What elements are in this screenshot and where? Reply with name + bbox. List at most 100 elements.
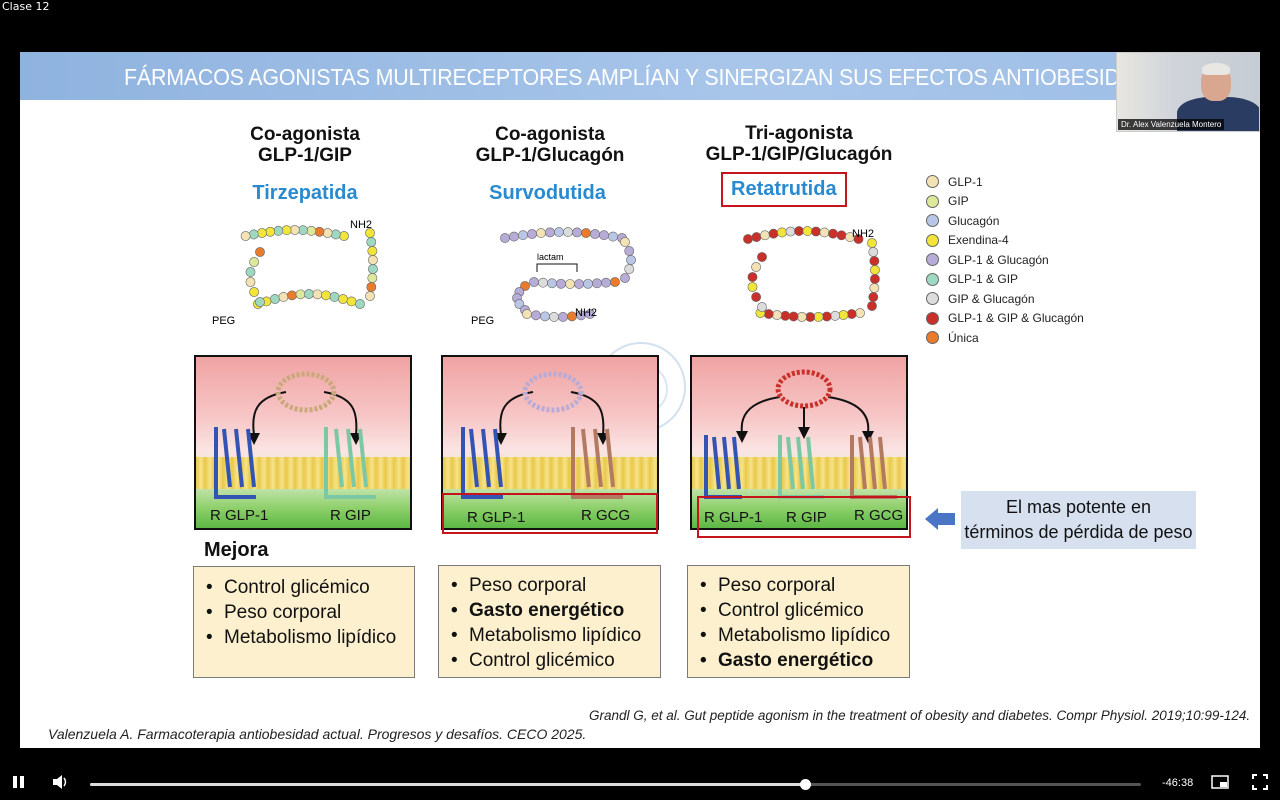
- amino-acid-bead: [249, 287, 260, 297]
- amino-acid-bead: [330, 229, 341, 240]
- amino-acid-bead: [620, 273, 630, 283]
- nh2-label: NH2: [350, 219, 372, 231]
- progress-slider[interactable]: [90, 779, 1141, 790]
- amino-acid-bead: [538, 277, 548, 288]
- legend-swatch: [926, 194, 939, 208]
- receptor-label: R GIP: [330, 507, 371, 524]
- column-1-title: Co-agonista GLP-1/GIP: [250, 124, 360, 166]
- amino-acid-bead: [819, 227, 830, 238]
- legend-label: GLP-1 & GIP: [948, 272, 1019, 287]
- slide-title-banner: FÁRMACOS AGONISTAS MULTIRECEPTORES AMPLÍ…: [20, 52, 1260, 100]
- highlight-box: [697, 496, 911, 538]
- amino-acid-bead: [365, 228, 375, 238]
- amino-acid-bead: [772, 310, 782, 320]
- amino-acid-bead: [805, 312, 816, 322]
- amino-acid-bead: [768, 228, 779, 239]
- list-item: Control glicémico: [204, 575, 404, 600]
- amino-acid-bead: [868, 292, 879, 302]
- amino-acid-bead: [500, 233, 510, 243]
- amino-acid-bead: [747, 272, 758, 282]
- amino-acid-bead: [245, 277, 256, 287]
- amino-acid-bead: [304, 289, 314, 299]
- list-item: Gasto energético: [449, 598, 650, 623]
- amino-acid-bead: [265, 226, 276, 237]
- amino-acid-bead: [620, 237, 630, 247]
- pause-icon[interactable]: [12, 774, 26, 796]
- legend-label: Exendina-4: [948, 233, 1009, 248]
- amino-acid-bead: [868, 247, 879, 257]
- legend-label: Glucagón: [948, 213, 1000, 228]
- amino-acid-bead: [545, 227, 555, 238]
- amino-acid-bead: [270, 294, 280, 304]
- picture-in-picture-icon[interactable]: [1211, 774, 1229, 796]
- peg-label: PEG: [471, 315, 494, 327]
- progress-knob[interactable]: [799, 779, 811, 790]
- amino-acid-bead: [531, 310, 541, 321]
- list-item: Peso corporal: [698, 573, 899, 598]
- fullscreen-icon[interactable]: [1252, 774, 1268, 796]
- amino-acid-bead: [836, 230, 847, 241]
- amino-acid-bead: [592, 278, 602, 289]
- benefits-box-survodutida: Peso corporal Gasto energético Metabolis…: [438, 565, 661, 678]
- amino-acid-bead: [581, 228, 591, 238]
- legend-swatch: [926, 214, 939, 228]
- amino-acid-bead: [601, 277, 611, 288]
- amino-acid-bead: [278, 292, 289, 302]
- amino-acid-bead: [626, 255, 636, 265]
- amino-acid-bead: [624, 246, 635, 256]
- amino-acid-bead: [869, 256, 880, 266]
- amino-acid-bead: [610, 277, 620, 287]
- amino-acid-bead: [563, 227, 573, 237]
- amino-acid-bead: [763, 309, 774, 319]
- legend-item: GIP: [926, 192, 1084, 212]
- amino-acid-bead: [572, 227, 582, 238]
- amino-acid-bead: [608, 231, 618, 242]
- amino-acid-bead: [520, 281, 530, 291]
- amino-acid-bead: [869, 283, 880, 293]
- list-item: Control glicémico: [698, 598, 899, 623]
- amino-acid-bead: [249, 257, 260, 267]
- amino-acid-bead: [368, 264, 378, 274]
- mechanism-panel-tirzepatida: R GLP-1 R GIP: [194, 355, 412, 530]
- amino-acid-bead: [785, 226, 796, 237]
- amino-acid-bead: [322, 228, 333, 238]
- amino-acid-bead: [853, 234, 864, 244]
- amino-acid-bead: [366, 282, 377, 292]
- amino-acid-bead: [240, 231, 251, 241]
- amino-acid-bead: [760, 230, 770, 241]
- amino-acid-bead: [813, 311, 824, 322]
- legend-item: GLP-1 & GIP & Glucagón: [926, 309, 1084, 329]
- amino-acid-bead: [583, 278, 593, 289]
- legend-item: GLP-1 & GIP: [926, 270, 1084, 290]
- amino-acid-bead: [314, 226, 325, 237]
- mechanism-panel-survodutida: R GLP-1 R GCG: [441, 355, 659, 530]
- amino-acid-bead: [514, 299, 525, 309]
- amino-acid-bead: [255, 297, 265, 307]
- amino-acid-bead: [248, 229, 259, 240]
- amino-acid-bead: [367, 273, 378, 283]
- peptide-chain-tirzepatida: NH2 PEG: [212, 219, 378, 327]
- legend-label: GLP-1: [948, 174, 983, 189]
- receptor-label: R GLP-1: [467, 509, 526, 526]
- webcam-name-label: Dr. Alex Valenzuela Montero: [1118, 119, 1225, 130]
- list-item: Metabolismo lipídico: [204, 625, 404, 650]
- volume-icon[interactable]: [52, 774, 70, 796]
- legend-item: Exendina-4: [926, 231, 1084, 251]
- presenter-webcam: Dr. Alex Valenzuela Montero: [1116, 52, 1260, 132]
- amino-acid-bead: [338, 294, 348, 304]
- legend-swatch: [926, 175, 939, 189]
- amino-acid-bead: [529, 277, 539, 287]
- list-item: Gasto energético: [698, 648, 899, 673]
- amino-acid-bead: [522, 309, 532, 319]
- receptor-diagram: [214, 371, 376, 499]
- amino-acid-bead: [855, 308, 865, 318]
- amino-acid-bead: [365, 291, 375, 301]
- nh2-label: NH2: [852, 228, 874, 240]
- amino-acid-bead: [867, 301, 877, 311]
- left-arrow-icon: [925, 508, 955, 530]
- amino-acid-bead: [289, 225, 300, 235]
- video-controls-bar: -46:38: [0, 768, 1280, 800]
- amino-acid-bead: [281, 225, 292, 236]
- legend-label: GLP-1 & Glucagón: [948, 252, 1049, 267]
